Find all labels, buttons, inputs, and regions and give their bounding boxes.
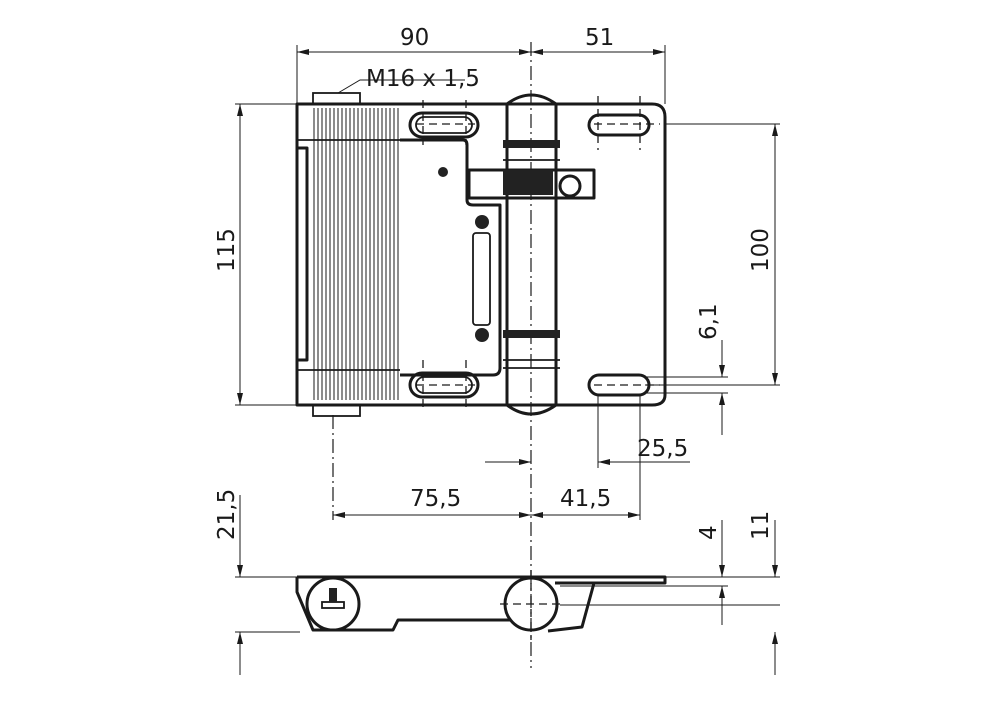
mounting-slots	[408, 96, 660, 410]
dim-21-5: 21,5	[214, 489, 240, 540]
dim-25-5: 25,5	[637, 436, 688, 462]
dim-100: 100	[748, 228, 774, 272]
top-view	[295, 92, 667, 417]
dim-75-5: 75,5	[410, 486, 461, 512]
cooling-ribs	[313, 108, 399, 400]
dimension-lines	[237, 49, 778, 675]
dim-90: 90	[400, 25, 429, 51]
dim-41-5: 41,5	[560, 486, 611, 512]
side-view	[295, 570, 667, 640]
dim-4: 4	[696, 525, 722, 540]
dim-11: 11	[748, 511, 774, 540]
dim-115: 115	[214, 228, 240, 272]
dim-6-1: 6,1	[696, 303, 722, 340]
thread-label: M16 x 1,5	[366, 66, 480, 92]
dim-51: 51	[585, 25, 614, 51]
